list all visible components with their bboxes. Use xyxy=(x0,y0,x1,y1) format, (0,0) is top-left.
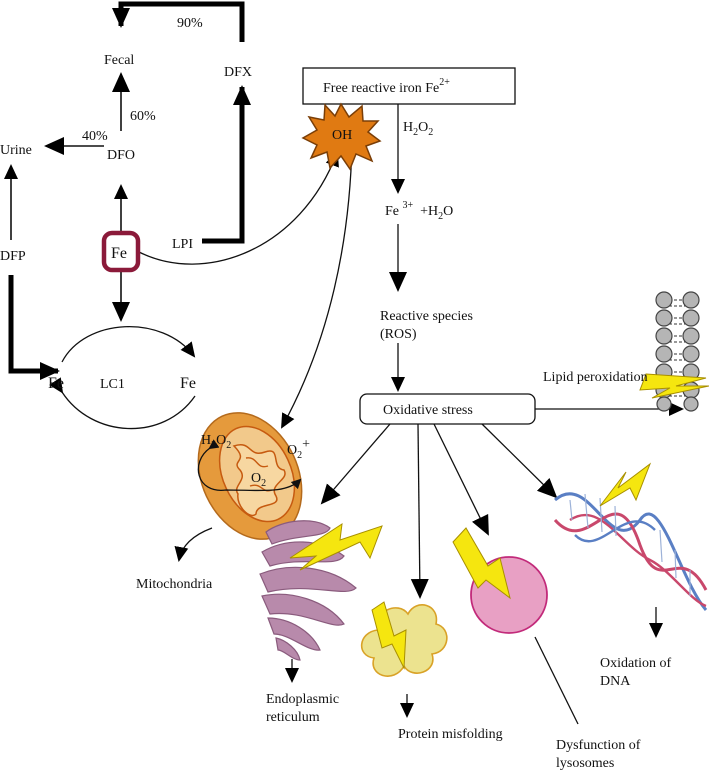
label-40-percent: 40% xyxy=(82,129,108,144)
dna-helix-icon xyxy=(553,492,708,611)
dna-bolt-icon xyxy=(599,462,652,507)
label-ros-line2: (ROS) xyxy=(380,327,417,342)
label-protein-misfolding: Protein misfolding xyxy=(398,727,503,742)
label-er-line1: Endoplasmic xyxy=(266,692,339,707)
fe-center-box xyxy=(101,230,141,273)
label-ros-line1: Reactive species xyxy=(380,309,473,324)
mito-h2o2-cycle xyxy=(197,439,302,492)
lc1-arc-bottom xyxy=(49,377,196,430)
lipid-bolt-icon xyxy=(639,373,709,399)
arrow-dfp-to-fe xyxy=(8,275,60,380)
arrow-oh-to-mito xyxy=(281,142,353,429)
arrow-dfx-to-fecal xyxy=(112,1,245,42)
label-mito-o2plus: O2+ xyxy=(287,437,310,461)
oxidative-stress-box xyxy=(359,393,536,425)
label-dfp: DFP xyxy=(0,249,26,264)
label-lpi: LPI xyxy=(172,237,193,252)
label-free-iron: Free reactive iron Fe2+ xyxy=(323,77,450,96)
label-lyso-line1: Dysfunction of xyxy=(556,738,641,753)
label-90-percent: 90% xyxy=(177,16,203,31)
lc1-arc-top xyxy=(61,326,196,363)
label-dfo: DFO xyxy=(107,148,135,163)
lipid-bilayer-icon xyxy=(655,291,700,412)
label-h2o2: H2O2 xyxy=(403,120,433,138)
arrow-fe-to-oh xyxy=(138,151,339,265)
arrow-stress-to-protein xyxy=(410,423,429,599)
label-lc1: LC1 xyxy=(100,377,125,392)
label-mitochondria: Mitochondria xyxy=(136,577,213,592)
label-fe-left: Fe xyxy=(48,375,64,392)
label-fe3-h2o: Fe 3+ +H2O xyxy=(385,200,453,222)
label-mito-o2: O2 xyxy=(251,471,266,489)
er-bolt-icon xyxy=(289,522,383,571)
label-dna-line2: DNA xyxy=(600,674,631,689)
label-60-percent: 60% xyxy=(130,109,156,124)
arrow-stress-to-dna xyxy=(481,423,558,499)
arrow-stress-to-lyso xyxy=(433,423,489,536)
protein-bolt-icon xyxy=(371,601,407,670)
label-urine: Urine xyxy=(0,143,32,158)
label-lipid-peroxidation: Lipid peroxidation xyxy=(543,370,648,385)
label-dfx: DFX xyxy=(224,65,252,80)
label-mito-h2o2: H2O2 xyxy=(201,433,231,451)
arrow-lyso-to-label xyxy=(534,636,579,725)
er-icon xyxy=(259,520,357,661)
label-fe-right: Fe xyxy=(180,375,196,392)
lysosome-bolt-icon xyxy=(452,527,511,600)
label-fecal: Fecal xyxy=(104,53,134,68)
label-fe-center: Fe xyxy=(111,245,127,262)
label-dna-line1: Oxidation of xyxy=(600,656,671,671)
label-oh: OH xyxy=(332,128,352,143)
arrow-mito-to-label xyxy=(174,527,213,562)
label-lyso-line2: lysosomes xyxy=(556,756,614,771)
label-oxidative-stress: Oxidative stress xyxy=(383,403,473,418)
arrow-stress-to-er xyxy=(320,423,391,505)
free-iron-box xyxy=(302,67,516,105)
oh-burst-shape xyxy=(301,102,382,171)
arrow-lpi-to-dfx xyxy=(202,85,251,244)
label-er-line2: reticulum xyxy=(266,710,320,725)
